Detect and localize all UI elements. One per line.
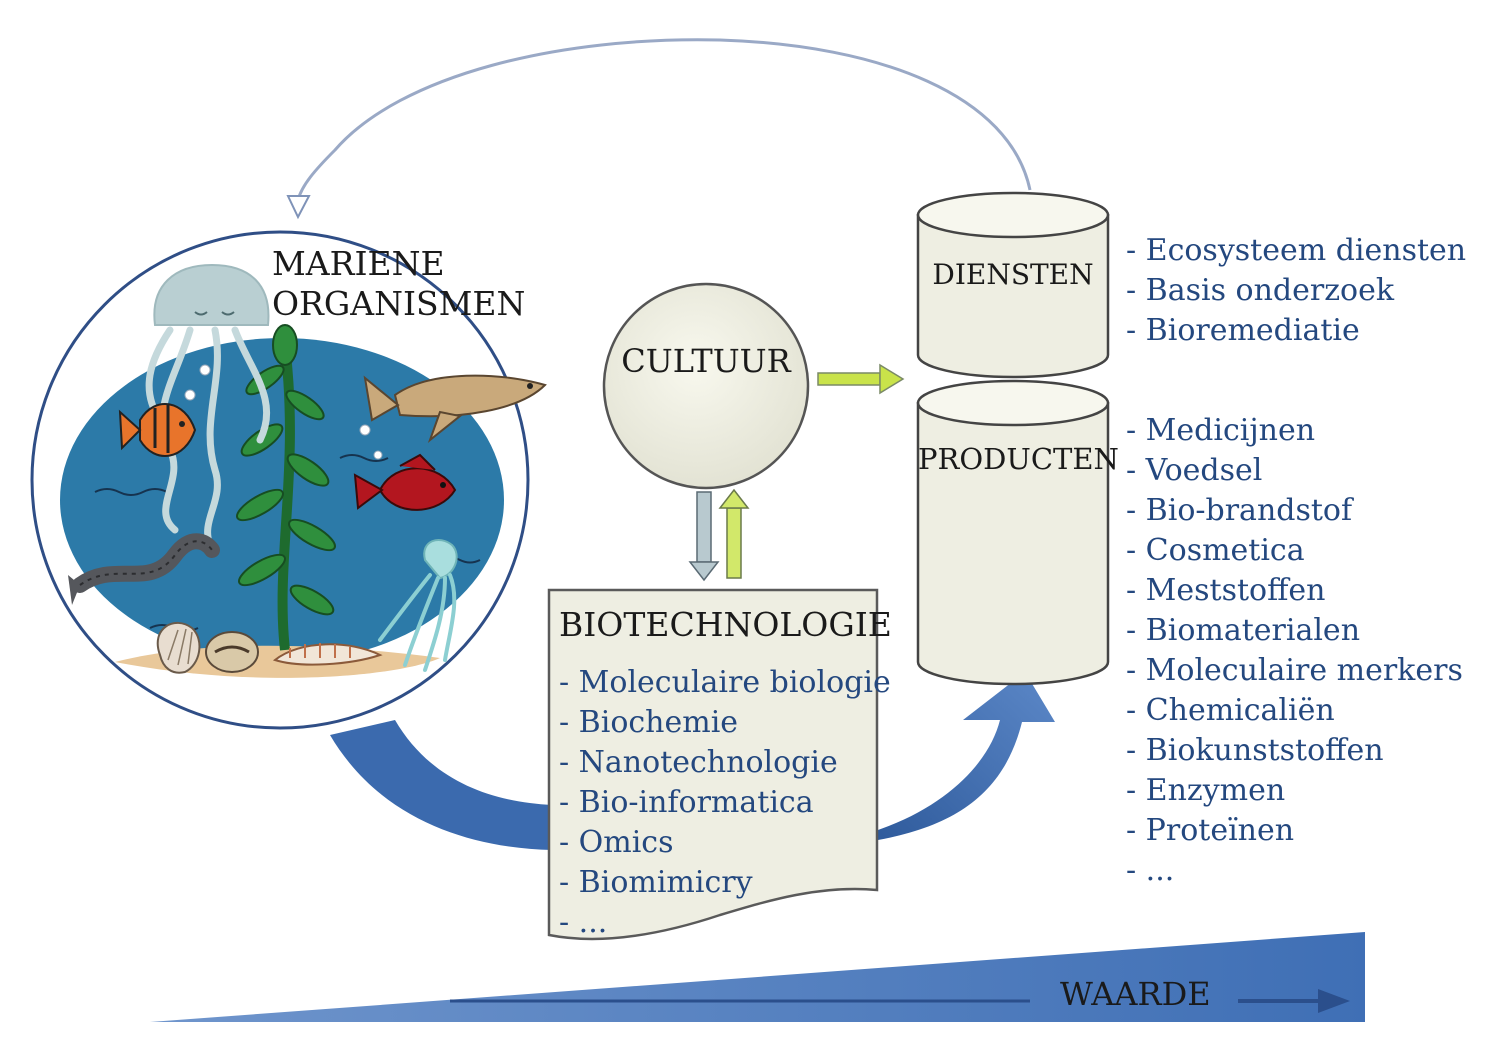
marine-title-line1: MARIENE xyxy=(272,244,445,283)
list-item: - Proteïnen xyxy=(1126,813,1295,848)
fish-icon xyxy=(118,403,197,457)
return-loop-arrowhead xyxy=(286,195,311,220)
value-label: WAARDE xyxy=(1060,975,1211,1013)
seaweed-icon xyxy=(236,324,336,651)
marine-title-line2: ORGANISMEN xyxy=(272,284,526,323)
list-item: - Enzymen xyxy=(1126,773,1286,808)
fish-icon xyxy=(353,453,457,511)
list-item: - Omics xyxy=(559,825,674,860)
culture-biotech-arrows xyxy=(688,488,750,582)
culture-label: CULTUUR xyxy=(621,342,791,380)
biotech-list: - Moleculaire biologie - Biochemie - Nan… xyxy=(559,663,891,943)
services-list: - Ecosysteem diensten - Basis onderzoek … xyxy=(1126,231,1466,351)
list-item: - Nanotechnologie xyxy=(559,745,838,780)
main-flow-arrow xyxy=(330,720,552,850)
fish-icon xyxy=(363,374,547,443)
culture-to-products-arrow xyxy=(817,363,905,395)
list-item: - Biomaterialen xyxy=(1126,613,1361,648)
products-list: - Medicijnen - Voedsel - Bio-brandstof -… xyxy=(1126,411,1463,891)
eel-icon xyxy=(68,533,220,605)
culture-circle xyxy=(602,282,810,490)
list-item: - Basis onderzoek xyxy=(1126,273,1395,308)
services-label: DIENSTEN xyxy=(932,258,1094,291)
list-item: - ... xyxy=(1126,853,1175,888)
list-item: - Biomimicry xyxy=(559,865,753,900)
shell-icon xyxy=(156,622,383,674)
list-item: - Biokunststoffen xyxy=(1126,733,1384,768)
list-item: - Moleculaire merkers xyxy=(1126,653,1463,688)
list-item: - Bioremediatie xyxy=(1126,313,1360,348)
list-item: - Ecosysteem diensten xyxy=(1126,233,1467,268)
list-item: - Voedsel xyxy=(1126,453,1263,488)
list-item: - Meststoffen xyxy=(1126,573,1326,608)
list-item: - Biochemie xyxy=(559,705,739,740)
value-arrowhead xyxy=(1318,989,1350,1013)
biotech-panel xyxy=(547,588,879,941)
list-item: - Bio-brandstof xyxy=(1126,493,1353,528)
list-item: - Chemicaliën xyxy=(1126,693,1335,728)
list-item: - ... xyxy=(559,905,608,940)
marine-organisms-title: MARIENE ORGANISMEN xyxy=(272,244,525,324)
services-cylinder xyxy=(916,191,1110,379)
list-item: - Cosmetica xyxy=(1126,533,1305,568)
main-flow-arrow-right xyxy=(878,672,1055,840)
squid-icon xyxy=(378,539,458,672)
list-item: - Moleculaire biologie xyxy=(559,665,891,700)
return-loop-arrow xyxy=(296,38,1032,201)
list-item: - Medicijnen xyxy=(1126,413,1316,448)
biotech-title: BIOTECHNOLOGIE xyxy=(559,605,892,644)
products-label: PRODUCTEN xyxy=(918,442,1119,476)
list-item: - Bio-informatica xyxy=(559,785,814,820)
products-cylinder xyxy=(916,379,1110,686)
